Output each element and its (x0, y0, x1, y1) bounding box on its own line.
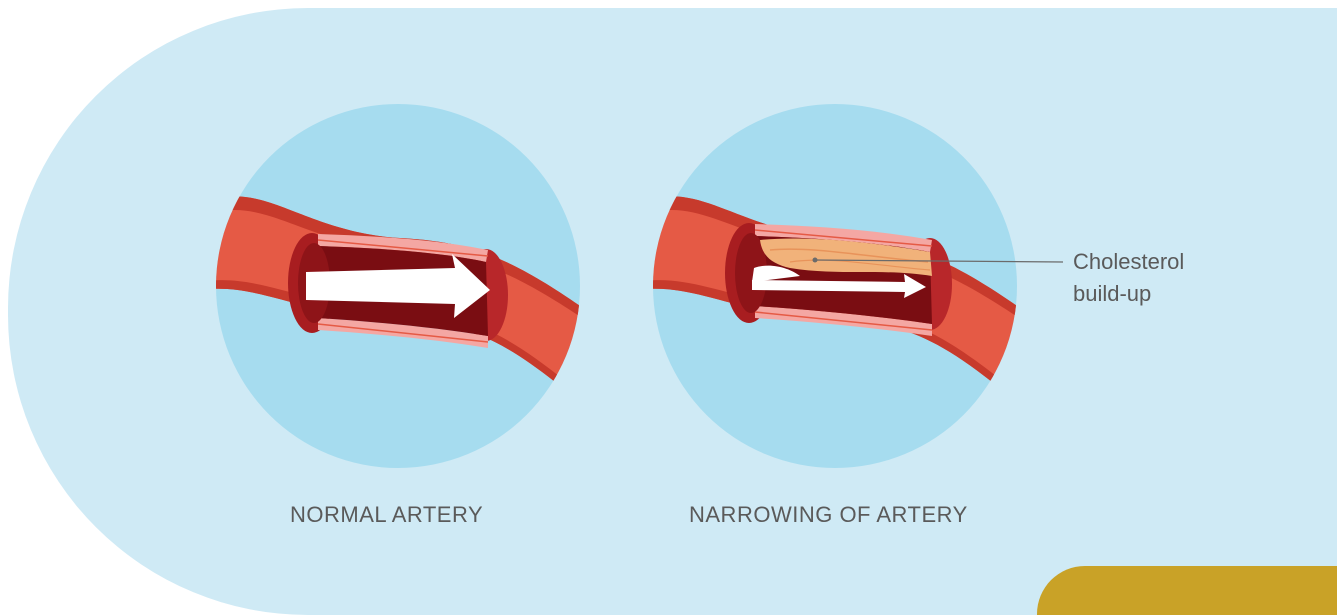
narrowing-artery-label: NARROWING OF ARTERY (689, 502, 968, 528)
callout-line-2: build-up (1073, 278, 1184, 310)
normal-artery-illustration (200, 104, 600, 468)
normal-artery-label: NORMAL ARTERY (290, 502, 483, 528)
callout-line-1: Cholesterol (1073, 246, 1184, 278)
callout-dot (813, 258, 818, 263)
cholesterol-callout: Cholesterol build-up (1073, 246, 1184, 310)
narrowing-artery-illustration (637, 104, 1063, 468)
